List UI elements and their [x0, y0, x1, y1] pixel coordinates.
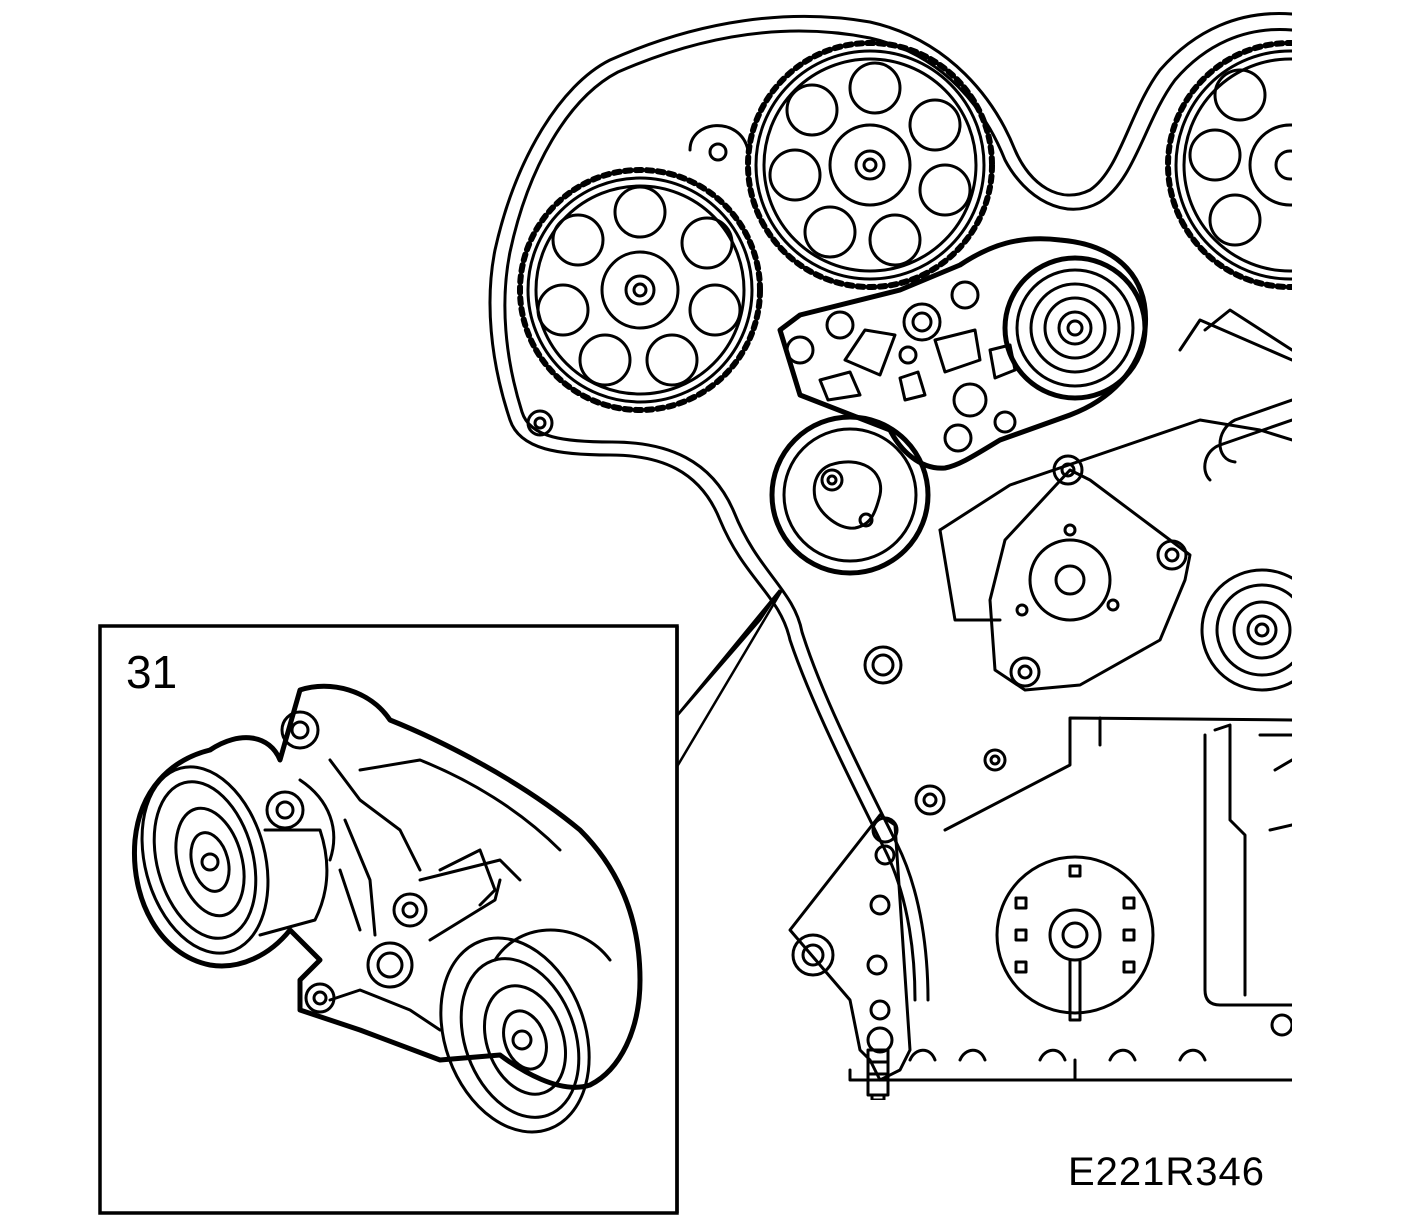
- belt-tensioner: [777, 236, 1149, 471]
- idler-pulley: [769, 414, 931, 576]
- camshaft-sprocket-right: [1165, 40, 1292, 290]
- water-pump: [938, 418, 1292, 692]
- camshaft-sprocket-center: [745, 40, 995, 290]
- tensioner-assembly-detail: [131, 683, 643, 1134]
- figure-code: E221R346: [1068, 1150, 1266, 1194]
- crankshaft-pulley: [1200, 568, 1292, 692]
- detail-inset-frame: [98, 624, 679, 1215]
- oil-pump: [995, 855, 1155, 1022]
- callout-number: 31: [126, 646, 178, 698]
- callout-pointer: [673, 589, 784, 771]
- timing-cover-outline: [488, 12, 1292, 1002]
- tensioner-pulley: [140, 765, 329, 955]
- engine-front-view: [488, 12, 1292, 1100]
- camshaft-sprocket-left: [517, 167, 763, 413]
- idler-pulley-detail: [439, 928, 612, 1134]
